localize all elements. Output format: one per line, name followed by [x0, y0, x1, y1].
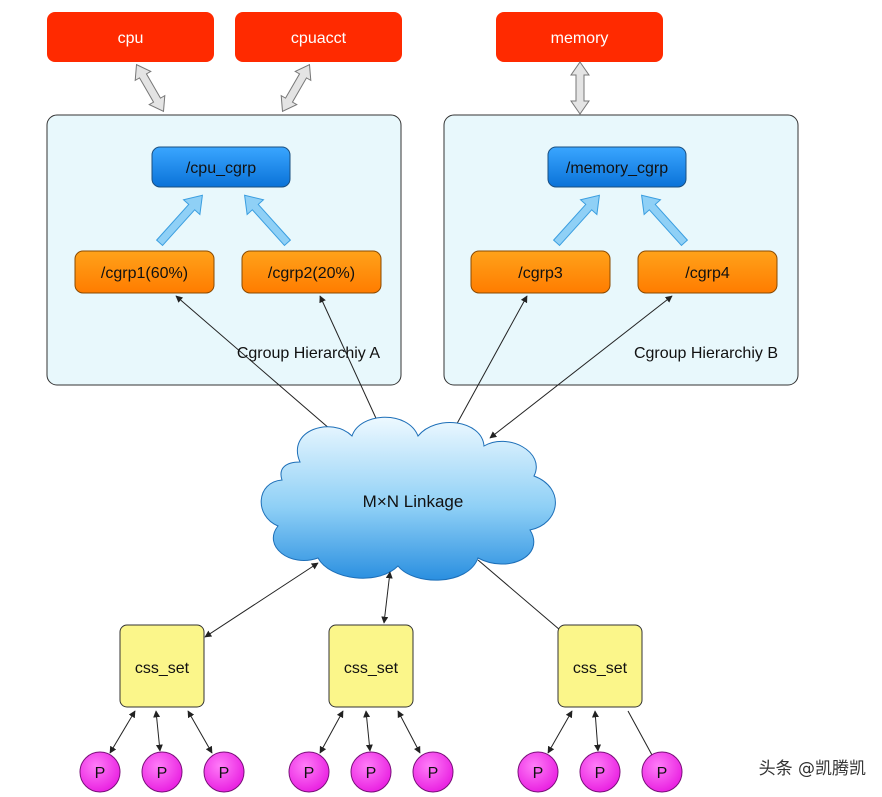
process-group-1: P P P: [79, 751, 245, 793]
watermark: 头条 @凯腾凯: [759, 759, 866, 779]
process-label: P: [595, 765, 606, 782]
process-label: P: [304, 765, 315, 782]
process-label: P: [657, 765, 668, 782]
process-label: P: [533, 765, 544, 782]
node-cgrp3: /cgrp3: [470, 250, 611, 294]
connector-css3-p2: [591, 710, 602, 752]
subsystem-cpu-label: cpu: [118, 30, 144, 47]
memory-attach-arrow: [570, 61, 590, 115]
css-set-3: css_set: [557, 624, 643, 708]
connector-css3-p1: [547, 710, 573, 754]
connector-cgrp1-linkage: [175, 295, 346, 443]
css-set-1: css_set: [119, 624, 205, 708]
process-group-2: P P P: [288, 751, 454, 793]
node-cpu-cgrp-label: /cpu_cgrp: [186, 160, 256, 177]
process-node: P: [350, 751, 392, 793]
subsystem-cpuacct: cpuacct: [235, 12, 402, 62]
cpuacct-attach-arrow: [280, 63, 312, 113]
css-set-3-label: css_set: [573, 660, 628, 677]
connector-css1-p2: [153, 710, 163, 752]
connector-css2-p3: [397, 710, 421, 754]
connector-cgrp2-linkage: [319, 295, 381, 428]
css-set-2-label: css_set: [344, 660, 399, 677]
cgrp3-to-root-arrow: [552, 194, 601, 247]
process-group-3: P P P: [517, 751, 683, 793]
process-node: P: [288, 751, 330, 793]
hierarchy-b-title: Cgroup Hierarchiy B: [634, 345, 778, 362]
connector-linkage-css2: [381, 571, 393, 624]
connector-css3-p3: [627, 710, 653, 756]
process-label: P: [95, 765, 106, 782]
node-cgrp3-label: /cgrp3: [518, 265, 563, 282]
connector-linkage-css1: [204, 562, 319, 638]
subsystem-cpu: cpu: [47, 12, 214, 62]
css-process-connectors: [109, 710, 653, 756]
process-node: P: [412, 751, 454, 793]
subsystem-hierarchy-arrows: [134, 61, 590, 115]
connector-css2-p2: [363, 710, 373, 752]
linkage-label: M×N Linkage: [363, 492, 464, 511]
cgroup-linkage-connectors: [175, 295, 673, 443]
linkage-cloud: M×N Linkage: [260, 416, 556, 581]
node-cgrp4: /cgrp4: [637, 250, 778, 294]
process-node: P: [579, 751, 621, 793]
process-node: P: [641, 751, 683, 793]
node-memory-cgrp: /memory_cgrp: [547, 146, 687, 188]
node-cgrp1-label: /cgrp1(60%): [101, 265, 188, 282]
process-label: P: [157, 765, 168, 782]
subsystem-memory-label: memory: [551, 30, 609, 47]
process-node: P: [79, 751, 121, 793]
node-cgrp2-label: /cgrp2(20%): [268, 265, 355, 282]
connector-linkage-css3: [477, 559, 561, 631]
node-cgrp2: /cgrp2(20%): [241, 250, 382, 294]
process-node: P: [203, 751, 245, 793]
cgrp1-to-root-arrow: [155, 194, 204, 247]
hierarchy-parent-arrows: [155, 194, 689, 247]
process-label: P: [428, 765, 439, 782]
linkage-css-connectors: [204, 559, 561, 638]
subsystem-memory: memory: [496, 12, 663, 62]
connector-css1-p1: [109, 710, 136, 754]
node-cgrp4-label: /cgrp4: [685, 265, 730, 282]
process-node: P: [517, 751, 559, 793]
css-set-1-label: css_set: [135, 660, 190, 677]
connector-css1-p3: [187, 710, 213, 754]
cpu-attach-arrow: [134, 63, 166, 113]
process-label: P: [219, 765, 230, 782]
cgrp4-to-root-arrow: [640, 194, 689, 247]
connector-css2-p1: [319, 710, 344, 754]
cgrp2-to-root-arrow: [243, 194, 292, 247]
process-label: P: [366, 765, 377, 782]
subsystem-cpuacct-label: cpuacct: [291, 30, 347, 47]
css-set-2: css_set: [328, 624, 414, 708]
process-node: P: [141, 751, 183, 793]
hierarchy-a-title: Cgroup Hierarchiy A: [237, 345, 381, 362]
connector-cgrp4-linkage: [489, 295, 673, 439]
node-cgrp1: /cgrp1(60%): [74, 250, 215, 294]
node-cpu-cgrp: /cpu_cgrp: [151, 146, 291, 188]
node-memory-cgrp-label: /memory_cgrp: [566, 160, 668, 177]
